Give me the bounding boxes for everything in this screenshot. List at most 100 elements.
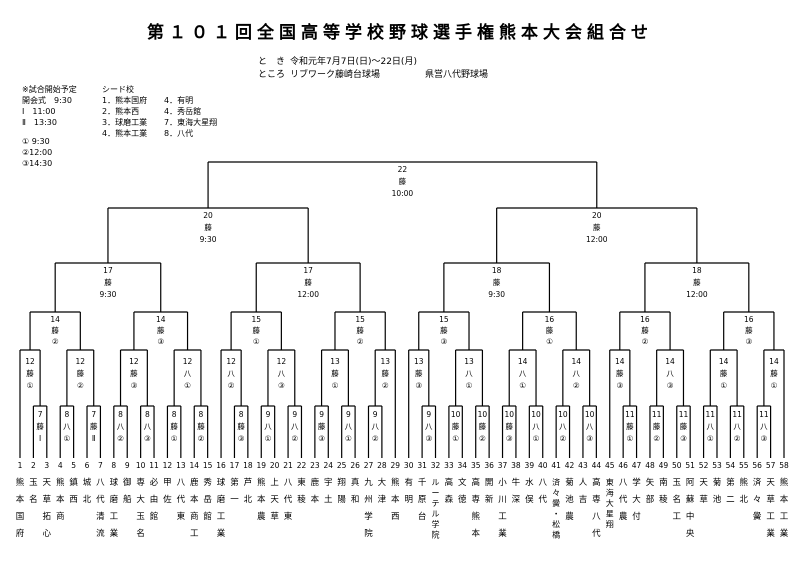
team-number: 38 (511, 461, 521, 470)
team-number: 16 (216, 461, 226, 470)
team-name: 岳 (203, 494, 212, 505)
team-name: 清 (96, 511, 105, 522)
semifinal-label: 藤 (593, 222, 601, 232)
round1-label: 11 (706, 410, 716, 419)
team-name: 中 (686, 511, 695, 522)
seed-heading: シード校 (102, 85, 134, 94)
round3-label: 16 (640, 315, 650, 324)
round1-label: 藤 (237, 421, 245, 431)
team-number: 47 (632, 461, 642, 470)
round3-label: 藤 (641, 325, 649, 335)
round4-label: 17 (103, 266, 113, 275)
team-name: 八 (284, 478, 293, 488)
round4-label: 18 (492, 266, 502, 275)
team-name: 熊 (257, 477, 266, 488)
team-name: 森 (445, 494, 454, 505)
round2-label: 八 (465, 369, 473, 378)
team-number: 8 (111, 461, 116, 470)
team-number: 5 (71, 461, 76, 470)
round3-label: 藤 (356, 325, 364, 335)
round3-label: ① (253, 337, 260, 346)
round1-label: 藤 (479, 421, 487, 431)
schedule-heading: ※試合開始予定 (22, 85, 77, 94)
team-number: 31 (417, 461, 427, 470)
team-name: 代 (538, 494, 547, 505)
round2-label: 13 (464, 357, 474, 366)
team-name: 本 (56, 494, 65, 505)
round1-label: 8 (145, 410, 150, 419)
round1-label: 10 (585, 410, 595, 419)
round2-label: ① (720, 381, 727, 390)
team-name: 本 (471, 528, 480, 539)
semifinal-label: 20 (203, 211, 213, 220)
team-number: 52 (699, 461, 709, 470)
seed-list: シード校 1．熊本国府 4．有明 2．熊本西 4．秀岳館 3．球磨工業 7．東海… (102, 84, 244, 139)
round2-label: ① (27, 381, 34, 390)
team-name: 代 (96, 494, 105, 505)
round2-label: ① (519, 381, 526, 390)
round1-label: 八 (63, 422, 71, 431)
team-name: 文 (458, 477, 467, 488)
team-name: 八 (619, 478, 628, 488)
round1-label: ① (452, 434, 459, 443)
team-number: 4 (58, 461, 63, 470)
team-name: 工 (498, 512, 507, 522)
team-name: 吉 (579, 495, 588, 505)
team-name: 城 (83, 478, 92, 488)
team-number: 21 (283, 461, 293, 470)
team-name: 付 (632, 511, 641, 522)
round1-label: ① (533, 434, 540, 443)
round2-label: 八 (519, 369, 527, 378)
round2-label: 藤 (770, 368, 778, 378)
round3-label: 藤 (157, 325, 165, 335)
team-name: 業 (780, 528, 789, 539)
round3-label: ③ (157, 337, 164, 346)
round1-label: 10 (504, 410, 514, 419)
team-number: 58 (779, 461, 789, 470)
round3-label: 藤 (51, 325, 59, 335)
team-name: 新 (485, 494, 494, 505)
team-name: 小 (498, 477, 507, 488)
round1-label: 9 (373, 410, 378, 419)
round1-label: 八 (425, 422, 433, 431)
team-name: 明 (404, 495, 413, 505)
team-number: 53 (712, 461, 722, 470)
round2-label: 14 (571, 357, 581, 366)
team-name: ル (432, 478, 440, 487)
team-name: 大 (378, 477, 387, 488)
team-number: 41 (551, 461, 561, 470)
team-name: 九 (364, 478, 373, 488)
team-number: 34 (458, 461, 468, 470)
team-number: 39 (525, 461, 535, 470)
team-name: 大 (632, 494, 641, 505)
round3-label: 藤 (745, 325, 753, 335)
team-name: 商 (190, 511, 199, 522)
seed-item: 3．球磨工業 (102, 118, 148, 127)
seed-item: 8．八代 (164, 129, 194, 138)
round3-label: 15 (251, 315, 261, 324)
team-name: 球 (110, 477, 119, 488)
team-name: 鹿 (311, 477, 320, 488)
team-name: 川 (498, 495, 507, 505)
team-name: 玉 (673, 478, 682, 488)
round2-label: 14 (615, 357, 625, 366)
round1-label: 10 (531, 410, 541, 419)
team-number: 20 (270, 461, 280, 470)
team-number: 45 (605, 461, 615, 470)
team-name: 星 (606, 510, 614, 519)
team-name: 北 (740, 495, 749, 505)
team-name: 業 (217, 528, 226, 539)
round1-label: 7 (38, 410, 43, 419)
round2-label: 八 (572, 369, 580, 378)
team-name: 心 (43, 529, 52, 539)
team-name: 々 (753, 495, 762, 505)
team-number: 18 (243, 461, 253, 470)
team-number: 44 (592, 461, 602, 470)
team-name: 院 (432, 530, 440, 540)
team-number: 11 (149, 461, 159, 470)
team-name: 南 (659, 477, 668, 488)
team-name: 流 (96, 528, 105, 539)
round2-label: 14 (769, 357, 779, 366)
team-name: 工 (780, 512, 789, 522)
